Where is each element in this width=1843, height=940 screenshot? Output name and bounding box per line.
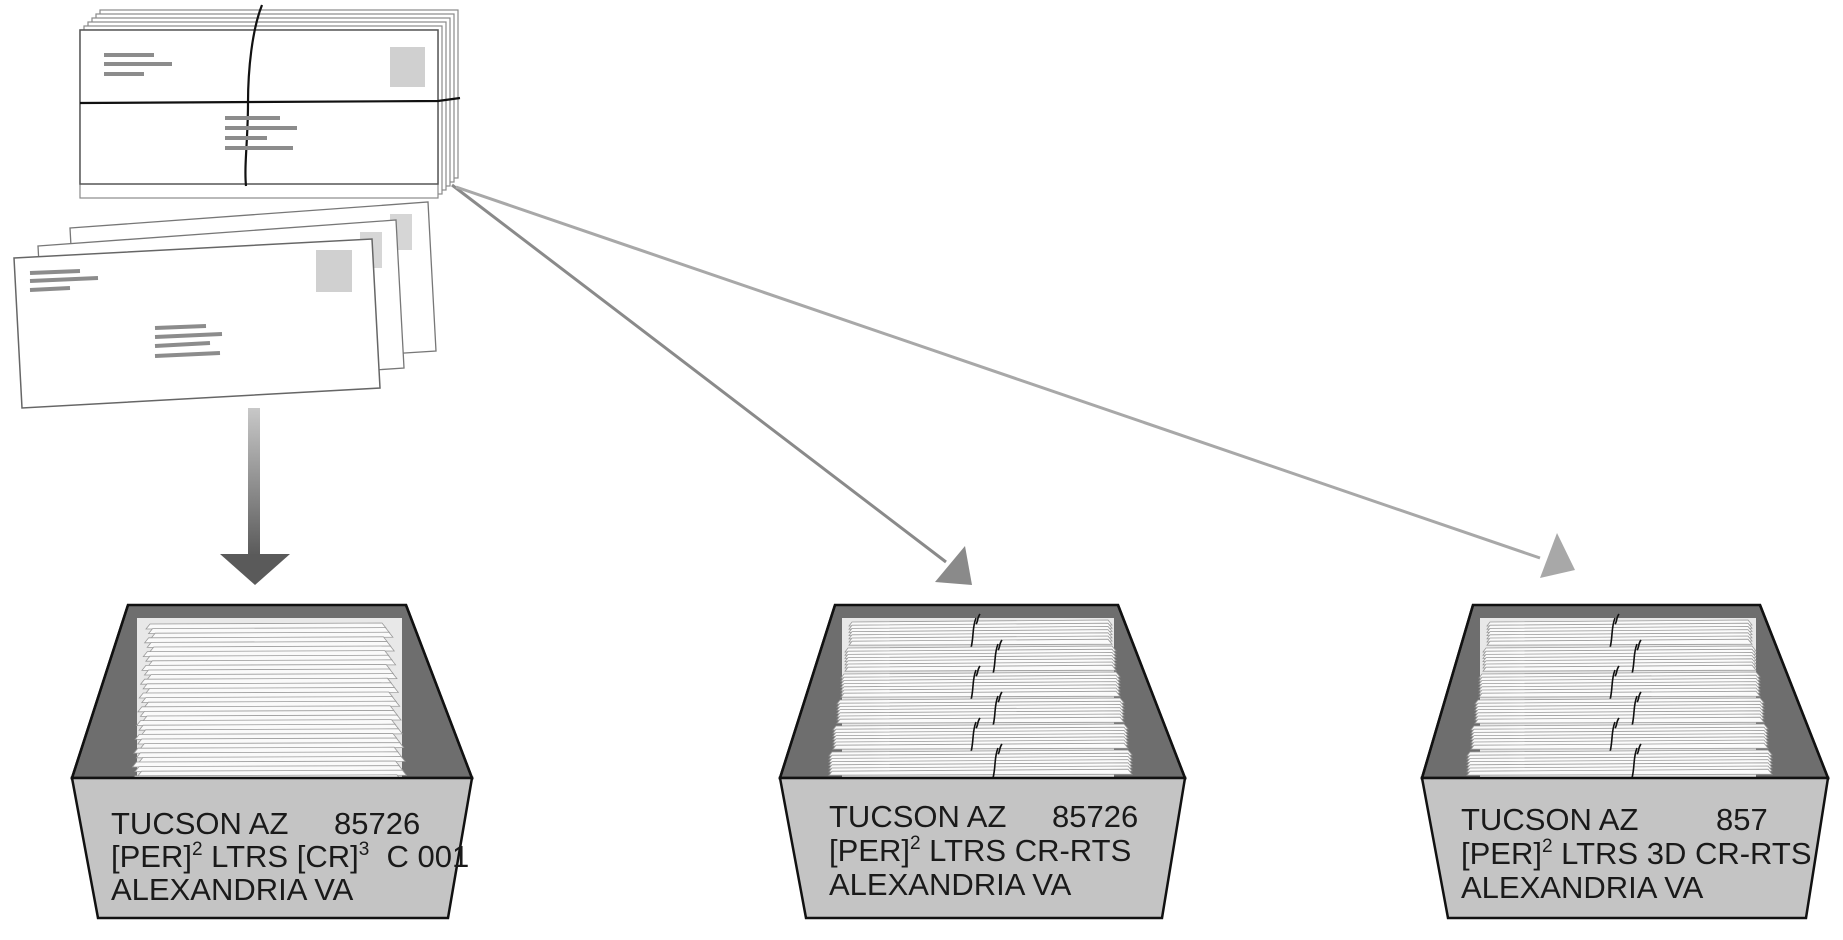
tray-location: TUCSON AZ [829, 799, 1006, 834]
tray-content-line: [PER]2 LTRS CR-RTS [829, 833, 1131, 868]
arrow-to-tray-2 [451, 183, 972, 585]
tray-label: TUCSON AZ 85726 [PER]2 LTRS CR-RTS ALEXA… [829, 799, 1138, 902]
loose-envelopes-icon [13, 201, 437, 409]
letter-bundle-icon [79, 4, 461, 199]
tray-zip: 85726 [1052, 799, 1138, 834]
tray-location: TUCSON AZ [1461, 802, 1638, 837]
letter-bundles [828, 613, 1133, 779]
tray-location: TUCSON AZ [111, 806, 288, 841]
mail-tray-icon: TUCSON AZ 85726 [PER]2 LTRS CR-RTS ALEXA… [778, 603, 1187, 920]
letter-bundles [1466, 613, 1773, 779]
tray-zip: 857 [1716, 802, 1768, 837]
arrow-to-tray-3 [455, 185, 1575, 578]
letters-stack [130, 622, 408, 782]
tray-origin: ALEXANDRIA VA [111, 872, 354, 907]
tray-origin: ALEXANDRIA VA [1461, 870, 1704, 905]
mail-tray-icon: TUCSON AZ 857 [PER]2 LTRS 3D CR-RTS ALEX… [1420, 603, 1830, 920]
arrow-to-tray-1 [220, 408, 290, 585]
tray-content-line: [PER]2 LTRS [CR]3 C 001 [111, 839, 469, 874]
tray-zip: 85726 [334, 806, 420, 841]
tray-content-line: [PER]2 LTRS 3D CR-RTS [1461, 836, 1812, 871]
tray-origin: ALEXANDRIA VA [829, 867, 1072, 902]
tray-label: TUCSON AZ 857 [PER]2 LTRS 3D CR-RTS ALEX… [1461, 802, 1812, 905]
mail-tray-icon: TUCSON AZ 85726 [PER]2 LTRS [CR]3 C 001 … [70, 603, 474, 920]
tray-label: TUCSON AZ 85726 [PER]2 LTRS [CR]3 C 001 … [111, 806, 469, 907]
